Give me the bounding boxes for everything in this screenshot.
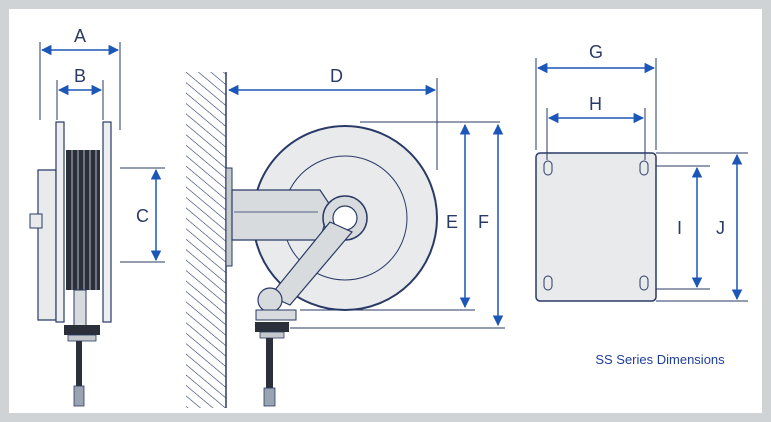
- dim-label-f: F: [478, 212, 489, 232]
- dim-label-d: D: [330, 66, 343, 86]
- dim-label-j: J: [716, 218, 725, 238]
- diagram-caption: SS Series Dimensions: [595, 352, 725, 367]
- dim-label-b: B: [74, 66, 86, 86]
- side-view-reel: [29, 121, 112, 407]
- dim-label-g: G: [589, 42, 603, 62]
- dim-label-c: C: [136, 206, 149, 226]
- dim-label-i: I: [677, 218, 682, 238]
- dim-label-e: E: [446, 212, 458, 232]
- wall: [186, 72, 227, 408]
- mounting-plate: [535, 152, 657, 302]
- dim-label-a: A: [74, 26, 86, 46]
- front-view-reel: [225, 125, 438, 407]
- dim-label-h: H: [589, 94, 602, 114]
